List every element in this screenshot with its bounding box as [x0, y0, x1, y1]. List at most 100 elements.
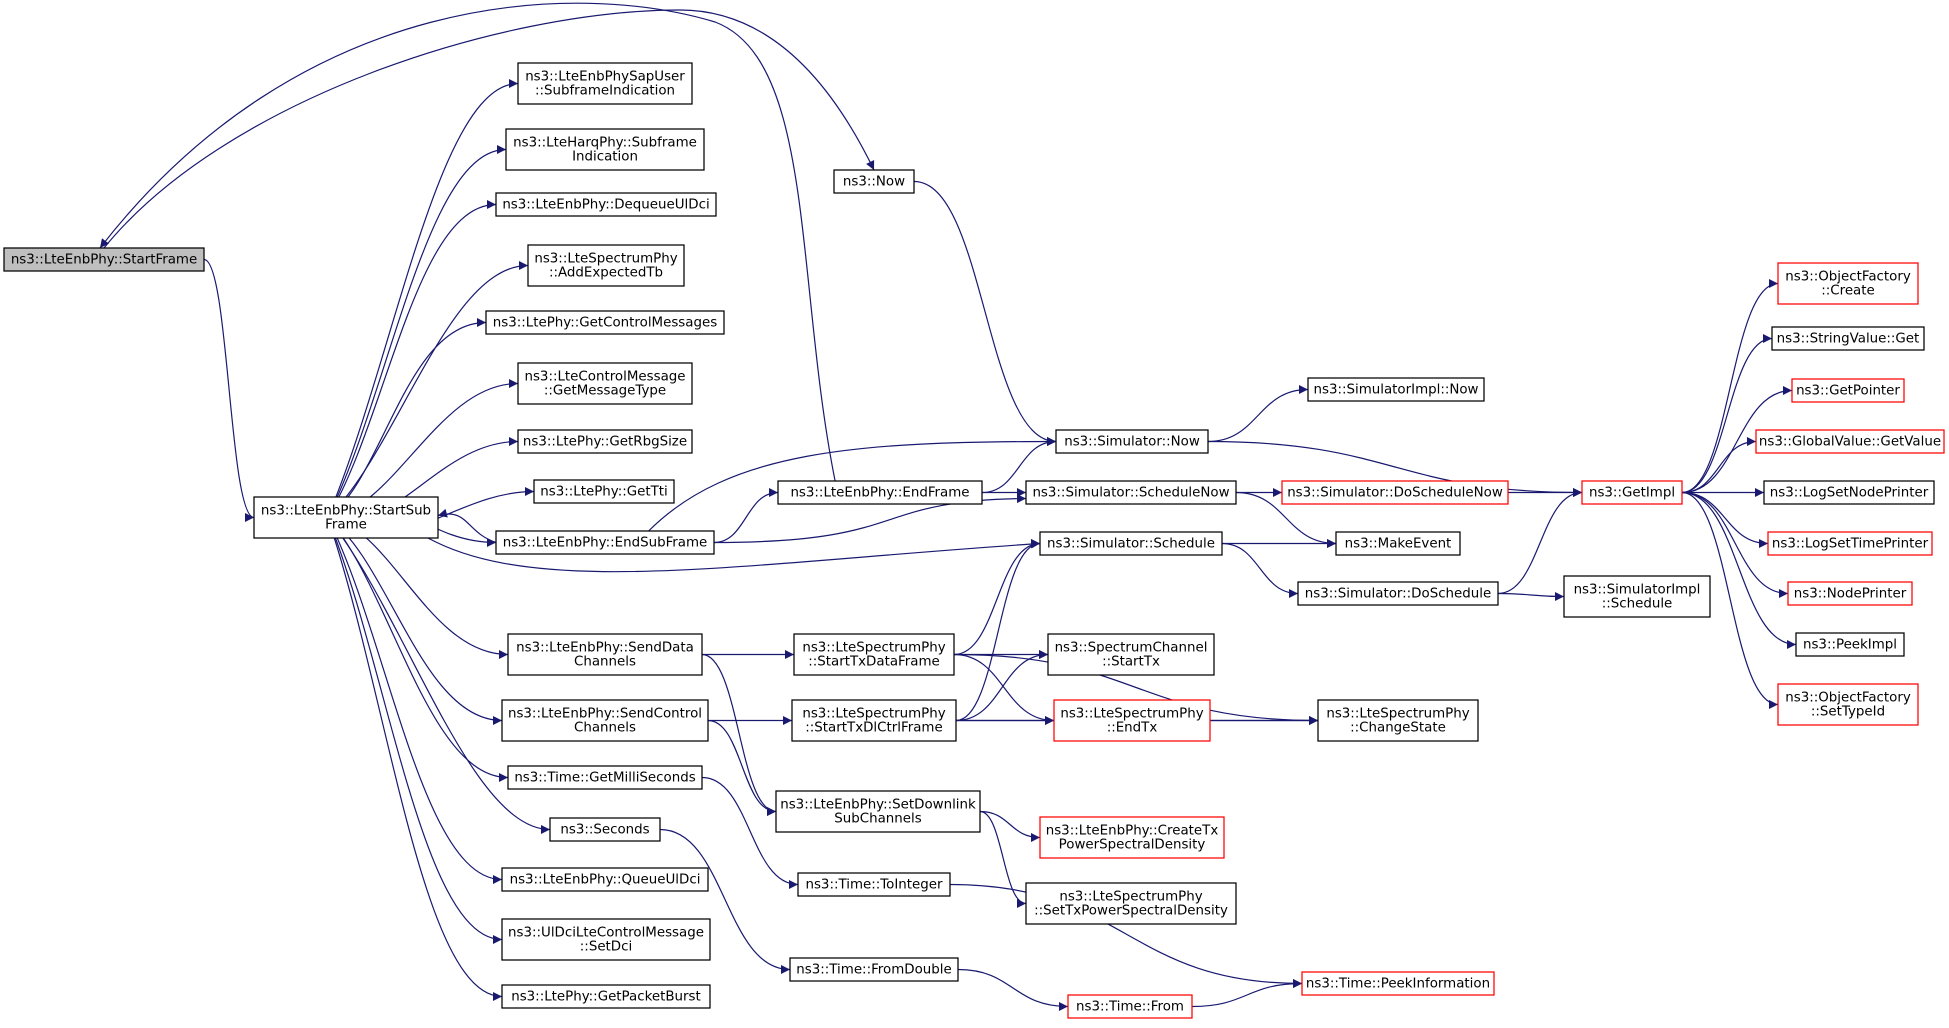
function-node-peekimpl[interactable]: ns3::PeekImpl [1795, 632, 1905, 657]
call-edge-timetointeger-to-peekinformation [949, 883, 1303, 988]
node-box [517, 62, 693, 105]
node-label: ns3::GetImpl [1589, 486, 1675, 501]
node-label: ns3::ObjectFactory [1785, 270, 1911, 285]
node-label: ns3::Time::PeekInformation [1306, 977, 1490, 992]
function-node-objfactorycreate[interactable]: ns3::ObjectFactory::Create [1777, 262, 1919, 305]
function-node-getmilliseconds[interactable]: ns3::Time::GetMilliSeconds [507, 765, 703, 790]
function-node-spectrumphyendtx[interactable]: ns3::LteSpectrumPhy::EndTx [1053, 699, 1211, 742]
function-node-doschedulenow[interactable]: ns3::Simulator::DoScheduleNow [1281, 480, 1509, 505]
function-node-doschedule[interactable]: ns3::Simulator::DoSchedule [1297, 581, 1499, 606]
node-label: ns3::LteEnbPhy::CreateTx [1046, 824, 1219, 839]
node-box [1777, 683, 1919, 726]
function-node-schedulenow[interactable]: ns3::Simulator::ScheduleNow [1025, 480, 1237, 505]
function-node-harq_subframeind[interactable]: ns3::LteHarqPhy::SubframeIndication [505, 128, 705, 171]
function-node-getpacketburst[interactable]: ns3::LtePhy::GetPacketBurst [501, 984, 711, 1009]
function-node-objfactorysettypeid[interactable]: ns3::ObjectFactory::SetTypeId [1777, 683, 1919, 726]
node-label: ns3::Simulator::ScheduleNow [1032, 486, 1229, 501]
call-edge-starttxdataframe-to-spectrumphyendtx [953, 653, 1055, 725]
function-node-logsettimeprinter[interactable]: ns3::LogSetTimePrinter [1767, 531, 1933, 556]
function-node-getmessagetype[interactable]: ns3::LteControlMessage::GetMessageType [517, 362, 693, 405]
function-node-schedule[interactable]: ns3::Simulator::Schedule [1039, 531, 1223, 556]
call-edge-schedulenow-to-makeevent [1235, 491, 1337, 548]
call-edge-startsubframe-to-getcontrolmessages [327, 318, 487, 518]
function-node-starttxdlctrlframe[interactable]: ns3::LteSpectrumPhy::StartTxDlCtrlFrame [791, 699, 957, 742]
function-node-simimplnow[interactable]: ns3::SimulatorImpl::Now [1307, 377, 1485, 402]
function-node-getpointer[interactable]: ns3::GetPointer [1791, 378, 1905, 403]
function-node-simulatornow[interactable]: ns3::Simulator::Now [1055, 429, 1209, 454]
node-label: ns3::LteHarqPhy::Subframe [513, 136, 697, 151]
node-label: ::SetTxPowerSpectralDensity [1034, 904, 1228, 919]
node-label: ns3::MakeEvent [1345, 537, 1452, 552]
function-node-logsetnodeprinter[interactable]: ns3::LogSetNodePrinter [1763, 480, 1935, 505]
function-node-starttxdataframe[interactable]: ns3::LteSpectrumPhy::StartTxDataFrame [793, 633, 955, 676]
function-node-simimplschedule[interactable]: ns3::SimulatorImpl::Schedule [1563, 575, 1711, 618]
function-node-timefrom[interactable]: ns3::Time::From [1067, 994, 1193, 1019]
function-node-getimpl[interactable]: ns3::GetImpl [1581, 480, 1683, 505]
function-node-now[interactable]: ns3::Now [833, 169, 915, 194]
node-label: ns3::Simulator::DoScheduleNow [1287, 486, 1503, 501]
node-box [1317, 699, 1479, 742]
function-node-gettti[interactable]: ns3::LtePhy::GetTti [533, 479, 675, 504]
node-label: ns3::LteSpectrumPhy [1326, 707, 1469, 722]
function-node-createtxpsd[interactable]: ns3::LteEnbPhy::CreateTxPowerSpectralDen… [1039, 816, 1225, 859]
function-node-fromdouble[interactable]: ns3::Time::FromDouble [789, 957, 959, 982]
call-edge-getimpl-to-stringvalueget [1681, 334, 1773, 494]
call-edge-senddatachannels-to-setdownlinksubchannels [701, 653, 777, 816]
call-edge-startframe-to-now [103, 9, 875, 249]
function-node-settxpsd[interactable]: ns3::LteSpectrumPhy::SetTxPowerSpectralD… [1025, 882, 1237, 925]
call-edge-simulatornow-to-getimpl [1207, 440, 1583, 497]
function-node-globalvaluegetvalue[interactable]: ns3::GlobalValue::GetValue [1755, 429, 1945, 454]
call-edge-startsubframe-to-addexpectedtb [327, 261, 529, 518]
call-edge-setdownlinksubchannels-to-settxpsd [979, 810, 1027, 908]
node-box [501, 918, 711, 961]
function-node-seconds[interactable]: ns3::Seconds [549, 817, 661, 842]
call-edge-startsubframe-to-subframeind_sapuser [327, 79, 519, 518]
function-node-timetointeger[interactable]: ns3::Time::ToInteger [797, 872, 951, 897]
call-edge-startsubframe-to-harq_subframeind [327, 145, 507, 518]
node-box [1771, 326, 1925, 351]
node-box [1307, 377, 1485, 402]
function-node-changestate[interactable]: ns3::LteSpectrumPhy::ChangeState [1317, 699, 1479, 742]
call-edge-simulatornow-to-simimplnow [1207, 385, 1309, 443]
function-node-setdci[interactable]: ns3::UlDciLteControlMessage::SetDci [501, 918, 711, 961]
function-node-subframeind_sapuser[interactable]: ns3::LteEnbPhySapUser::SubframeIndicatio… [517, 62, 693, 105]
node-label: ns3::SpectrumChannel [1055, 641, 1208, 656]
call-edge-startsubframe-to-schedule [427, 537, 1041, 573]
function-node-stringvalueget[interactable]: ns3::StringValue::Get [1771, 326, 1925, 351]
node-label: ns3::LteEnbPhy::SendControl [508, 707, 702, 722]
node-label: ns3::SimulatorImpl [1574, 583, 1701, 598]
node-box [1755, 429, 1945, 454]
function-node-endsubframe[interactable]: ns3::LteEnbPhy::EndSubFrame [495, 530, 715, 555]
function-node-peekinformation[interactable]: ns3::Time::PeekInformation [1301, 971, 1495, 996]
node-label: ns3::LteEnbPhySapUser [525, 70, 685, 85]
function-node-startframe[interactable]: ns3::LteEnbPhy::StartFrame [3, 247, 205, 272]
call-edge-endframe-to-startframe [99, 2, 836, 482]
node-label: ns3::LteEnbPhy::StartFrame [11, 253, 197, 268]
node-box [495, 192, 717, 217]
node-box [505, 128, 705, 171]
function-node-endframe[interactable]: ns3::LteEnbPhy::EndFrame [777, 480, 983, 505]
function-node-queueuldci[interactable]: ns3::LteEnbPhy::QueueUlDci [501, 867, 709, 892]
function-node-dequeueuldci[interactable]: ns3::LteEnbPhy::DequeueUlDci [495, 192, 717, 217]
function-node-spectrumchannelstarttx[interactable]: ns3::SpectrumChannel::StartTx [1047, 633, 1215, 676]
function-node-getrbgsize[interactable]: ns3::LtePhy::GetRbgSize [517, 429, 693, 454]
function-node-makeevent[interactable]: ns3::MakeEvent [1335, 531, 1461, 556]
node-box [1055, 429, 1209, 454]
node-label: ::SetDci [580, 940, 632, 955]
function-node-nodeprinter[interactable]: ns3::NodePrinter [1787, 581, 1913, 606]
node-box [1025, 480, 1237, 505]
node-label: ::StartTxDataFrame [808, 655, 940, 670]
node-box [797, 872, 951, 897]
node-box [1047, 633, 1215, 676]
function-node-getcontrolmessages[interactable]: ns3::LtePhy::GetControlMessages [485, 310, 725, 335]
node-label: ns3::Time::FromDouble [796, 963, 951, 978]
node-label: ns3::LtePhy::GetControlMessages [493, 316, 717, 331]
function-node-addexpectedtb[interactable]: ns3::LteSpectrumPhy::AddExpectedTb [527, 244, 685, 287]
node-label: ns3::Now [843, 175, 905, 190]
node-label: ns3::UlDciLteControlMessage [508, 926, 704, 941]
